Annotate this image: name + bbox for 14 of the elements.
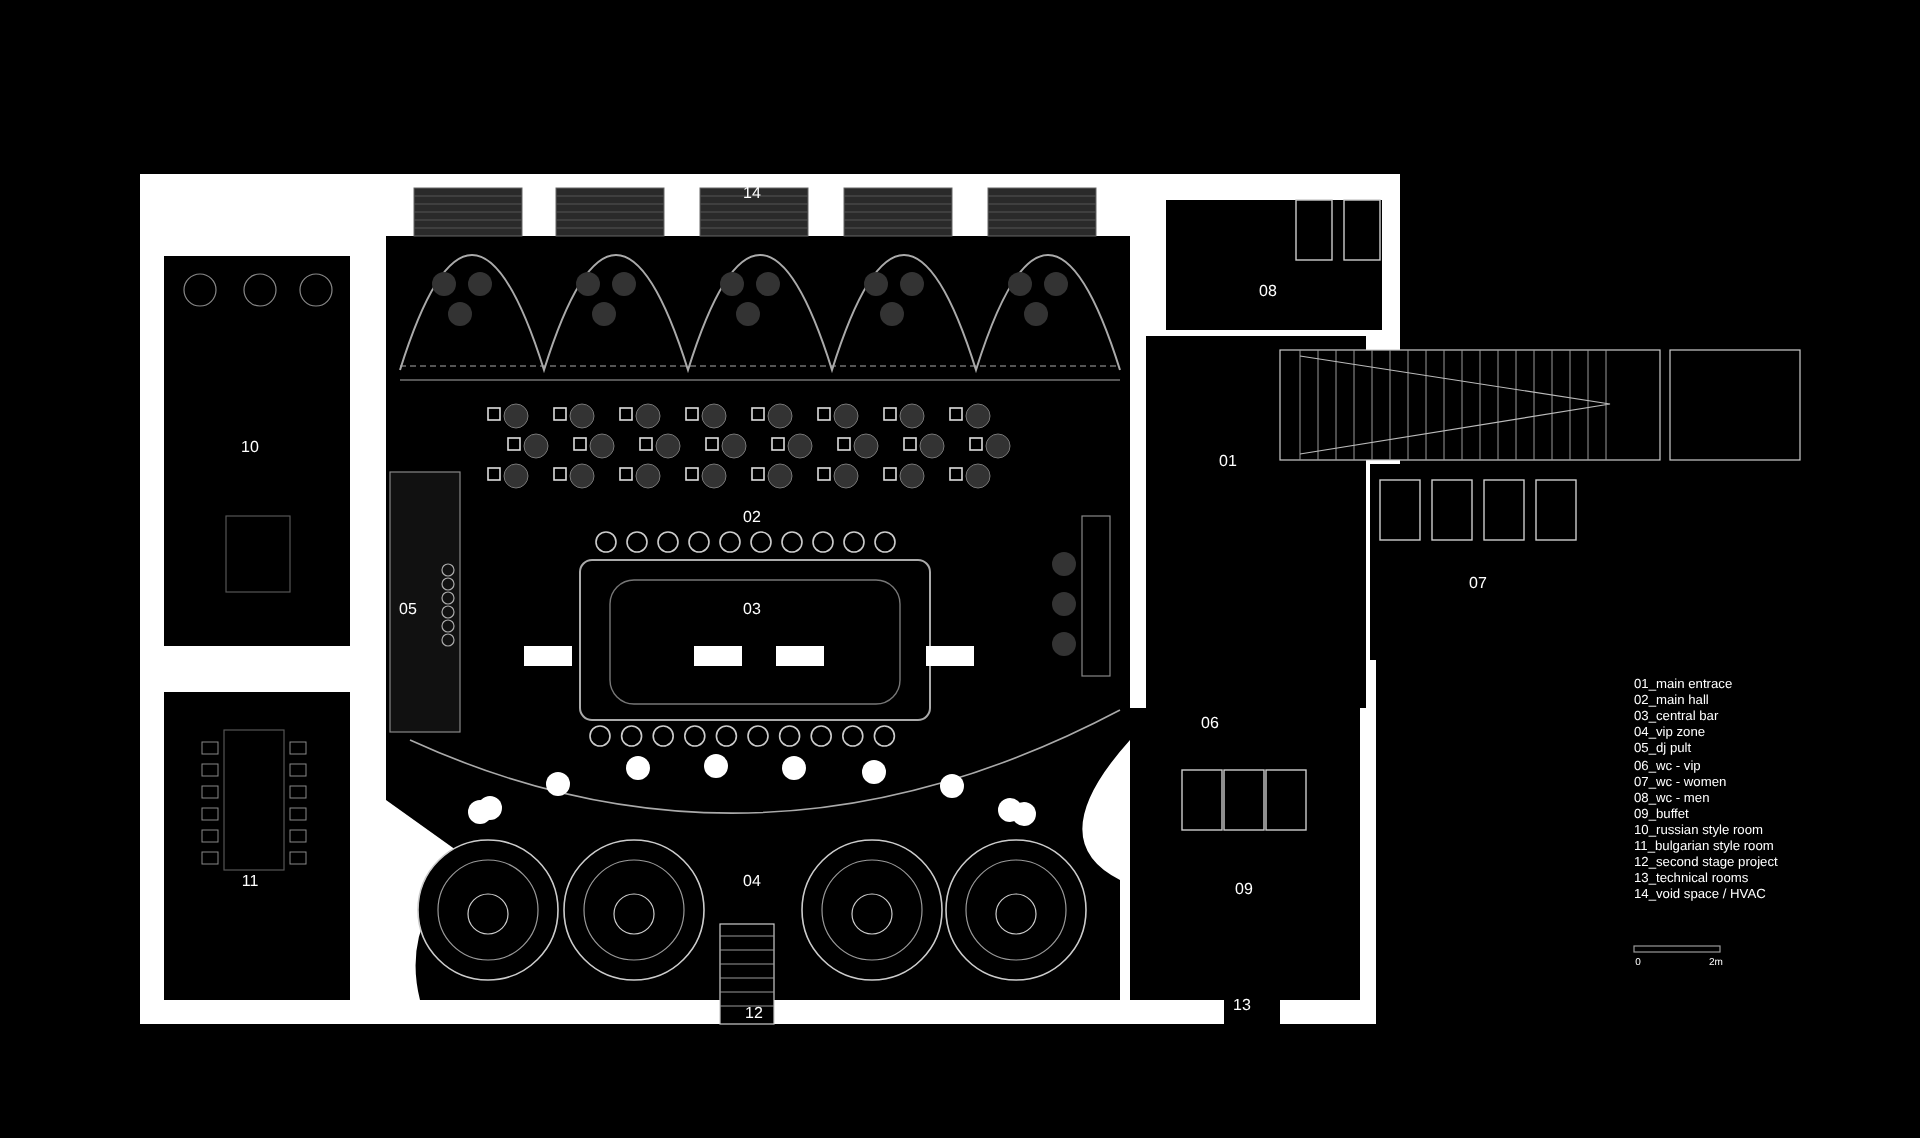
room-number: 09 (1235, 882, 1253, 898)
room-number: 10 (241, 440, 259, 456)
room-number: 12 (745, 1006, 763, 1022)
room-number: 11 (241, 874, 259, 890)
room-number: 05 (399, 602, 417, 618)
room-number: 13 (1233, 998, 1251, 1014)
room-number: 14 (743, 186, 761, 202)
room-number: 01 (1219, 454, 1237, 470)
room-number: 03 (743, 602, 761, 618)
room-number: 02 (743, 510, 761, 526)
room-number: 08 (1259, 284, 1277, 300)
room-number: 04 (743, 874, 761, 890)
room-number: 06 (1201, 716, 1219, 732)
room-number: 07 (1469, 576, 1487, 592)
